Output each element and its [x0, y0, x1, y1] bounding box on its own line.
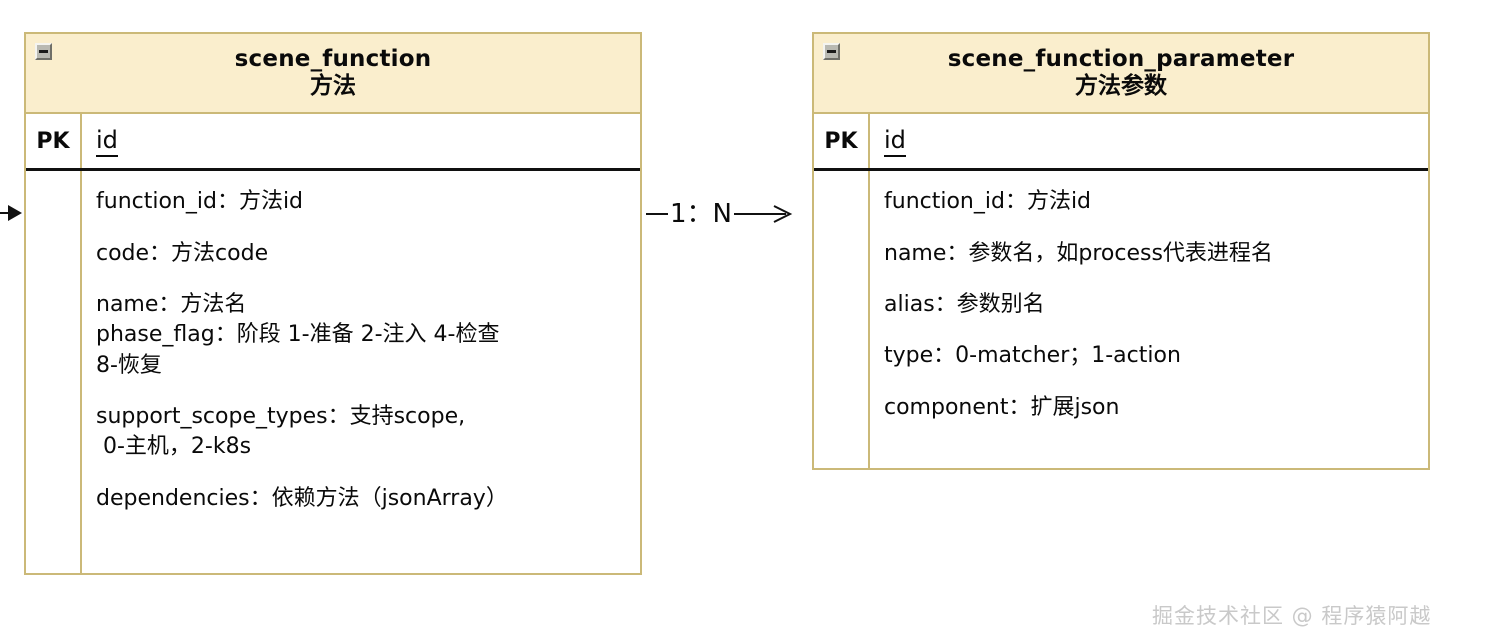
- attribute-group: name：参数名，如process代表进程名: [884, 239, 1418, 269]
- attribute-area: function_id：方法id code：方法code name：方法名 ph…: [26, 171, 640, 573]
- pk-field: id: [82, 114, 640, 168]
- pk-field-name: id: [884, 126, 906, 157]
- attribute-line: type：0-matcher；1-action: [884, 343, 1181, 369]
- attribute-group: component：扩展json: [884, 393, 1418, 423]
- attribute-group: name：方法名 phase_flag：阶段 1-准备 2-注入 4-检查 8-…: [96, 290, 630, 381]
- attribute-list: function_id：方法id name：参数名，如process代表进程名 …: [870, 171, 1428, 468]
- attribute-area: function_id：方法id name：参数名，如process代表进程名 …: [814, 171, 1428, 468]
- attribute-line: phase_flag：阶段 1-准备 2-注入 4-检查: [96, 322, 500, 348]
- pk-field: id: [870, 114, 1428, 168]
- attribute-line: 8-恢复: [96, 352, 162, 378]
- attribute-list: function_id：方法id code：方法code name：方法名 ph…: [82, 171, 640, 573]
- entity-subtitle: 方法参数: [1075, 73, 1167, 100]
- attribute-gutter: [26, 171, 82, 573]
- entity-title: scene_function_parameter: [947, 46, 1295, 72]
- entity-header: scene_function_parameter 方法参数: [814, 34, 1428, 115]
- open-arrow-right-icon: [734, 205, 793, 223]
- incoming-edge-arrow: [0, 205, 22, 221]
- attribute-gutter: [814, 171, 870, 468]
- minus-box-icon[interactable]: [823, 43, 840, 60]
- attribute-line: name：参数名，如process代表进程名: [884, 240, 1273, 266]
- attribute-line: function_id：方法id: [884, 189, 1092, 215]
- attribute-group: alias：参数别名: [884, 290, 1418, 320]
- attribute-group: support_scope_types：支持scope, 0-主机，2-k8s: [96, 402, 630, 463]
- entity-title: scene_function: [234, 46, 432, 72]
- attribute-line: code：方法code: [96, 240, 269, 266]
- attribute-line: name：方法名: [96, 291, 247, 317]
- attribute-group: function_id：方法id: [884, 187, 1418, 217]
- entity-scene-function[interactable]: scene_function 方法 PK id function_id：方法id…: [24, 32, 642, 575]
- watermark: 掘金技术社区 @ 程序猿阿越: [1152, 604, 1432, 628]
- attribute-group: type：0-matcher；1-action: [884, 341, 1418, 371]
- primary-key-row: PK id: [814, 114, 1428, 172]
- attribute-line: function_id：方法id: [96, 189, 304, 215]
- minus-box-icon[interactable]: [35, 43, 52, 60]
- attribute-line: component：扩展json: [884, 394, 1120, 420]
- entity-scene-function-parameter[interactable]: scene_function_parameter 方法参数 PK id func…: [812, 32, 1430, 470]
- entity-subtitle: 方法: [310, 73, 356, 100]
- attribute-line: dependencies：依赖方法（jsonArray）: [96, 485, 508, 511]
- relationship-line-left: [646, 213, 668, 215]
- attribute-line: 0-主机，2-k8s: [96, 434, 252, 460]
- entity-header: scene_function 方法: [26, 34, 640, 115]
- relationship-label: 1：N: [670, 199, 732, 229]
- attribute-line: support_scope_types：支持scope,: [96, 404, 466, 430]
- pk-field-name: id: [96, 126, 118, 157]
- pk-label: PK: [814, 114, 870, 169]
- pk-label: PK: [26, 114, 82, 169]
- primary-key-row: PK id: [26, 114, 640, 172]
- attribute-group: function_id：方法id: [96, 187, 630, 217]
- attribute-line: alias：参数别名: [884, 291, 1045, 317]
- attribute-group: dependencies：依赖方法（jsonArray）: [96, 484, 630, 514]
- attribute-group: code：方法code: [96, 239, 630, 269]
- relationship-connector: 1：N: [646, 198, 810, 230]
